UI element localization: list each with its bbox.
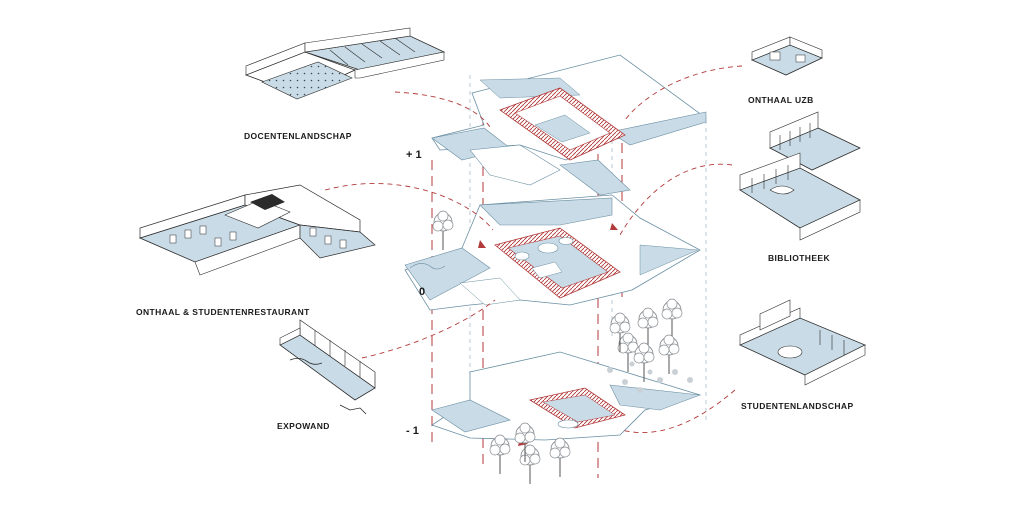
label-bibliotheek: BIBLIOTHEEK: [768, 253, 831, 263]
label-onthaal-studentenrestaurant: ONTHAAL & STUDENTENRESTAURANT: [136, 307, 310, 317]
level-label-0: 0: [419, 286, 426, 298]
axo-onthaal-studentenrestaurant: [138, 184, 376, 276]
axo-bibliotheek: [739, 111, 861, 241]
axo-docentenlandschap: [244, 27, 446, 100]
leader-curves: [324, 65, 743, 434]
trees-east: [609, 298, 683, 383]
axo-expowand: [279, 319, 376, 415]
level-label-minus1: - 1: [406, 425, 419, 437]
trees-ground: [432, 210, 454, 251]
floor-plate-level-plus1: [431, 54, 707, 196]
floor-plate-level-0: [404, 194, 701, 311]
label-onthaal-uzb: ONTHAAL UZB: [748, 95, 814, 105]
label-docentenlandschap: DOCENTENLANDSCHAP: [244, 131, 352, 141]
label-studentenlandschap: STUDENTENLANDSCHAP: [741, 401, 854, 411]
paving-pattern: [607, 361, 693, 393]
label-expowand: EXPOWAND: [277, 421, 330, 431]
floor-plate-level-minus1: [431, 351, 702, 441]
axo-onthaal-uzb: [750, 36, 823, 76]
level-label-plus1: + 1: [406, 149, 422, 161]
axo-studentenlandschap: [739, 299, 866, 386]
